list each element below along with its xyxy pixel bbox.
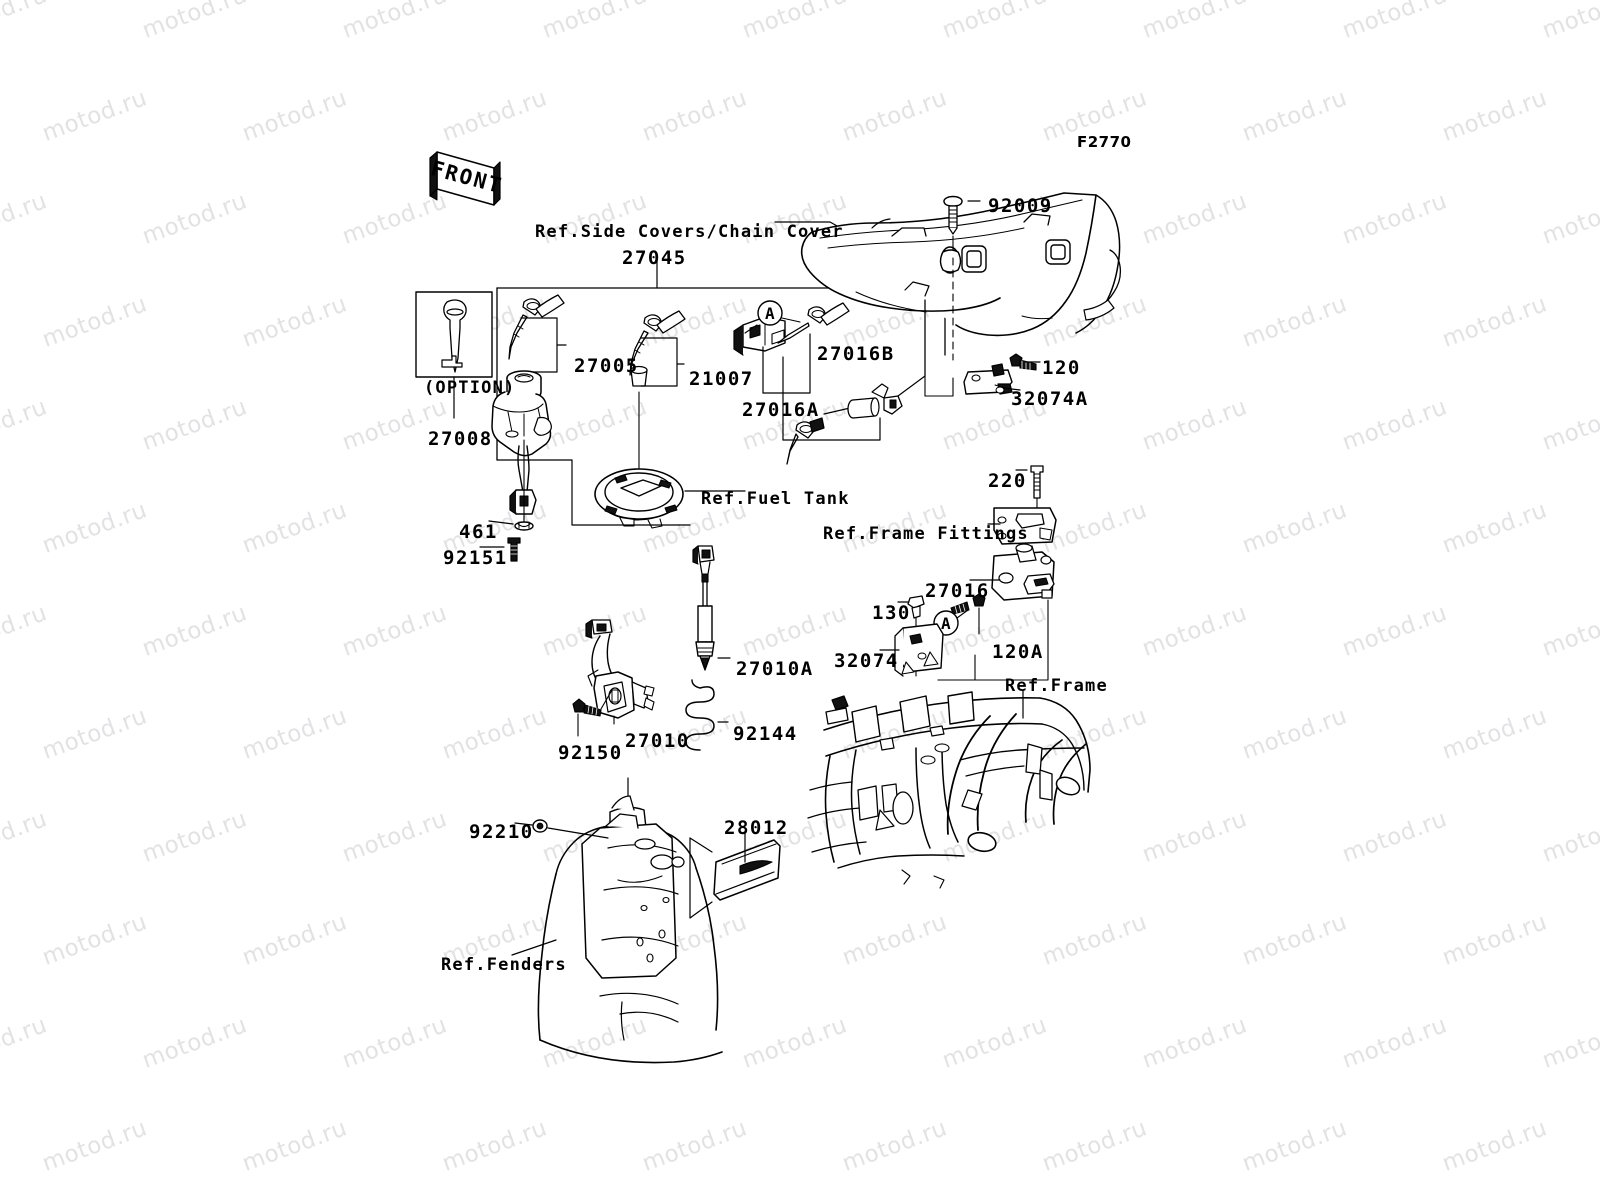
bolt-92151 bbox=[507, 537, 521, 562]
bolt-92150 bbox=[572, 698, 602, 717]
rear-fender-assembly bbox=[537, 777, 723, 1064]
reference-label-side-covers-chain-cover: Ref.Side Covers/Chain Cover bbox=[535, 222, 844, 242]
bracket-32074A bbox=[963, 363, 1013, 395]
callout-circle-a-top bbox=[757, 300, 783, 326]
reference-label-frame-fittings: Ref.Frame Fittings bbox=[823, 524, 1029, 544]
reflector-mount-outline bbox=[689, 837, 713, 919]
reflector-28012 bbox=[713, 839, 781, 901]
reference-label-fenders: Ref.Fenders bbox=[441, 955, 567, 975]
callout-marker-a-1: A bbox=[765, 304, 775, 323]
part-number-27005: 27005 bbox=[574, 355, 639, 377]
part-number-21007: 21007 bbox=[689, 368, 754, 390]
ignition-switch-27008 bbox=[491, 370, 552, 515]
side-cover-assembly bbox=[800, 192, 1122, 337]
part-number-220: 220 bbox=[988, 470, 1027, 492]
leader-92150 bbox=[600, 689, 613, 710]
key-21007 bbox=[629, 310, 686, 387]
leader-461 bbox=[488, 520, 514, 525]
callout-marker-a-2: A bbox=[941, 614, 951, 633]
part-number-461: 461 bbox=[459, 521, 498, 543]
reference-label-fuel-tank: Ref.Fuel Tank bbox=[701, 489, 850, 509]
part-number-92210: 92210 bbox=[469, 821, 534, 843]
part-number-27010: 27010 bbox=[625, 730, 690, 752]
part-number-27016b: 27016B bbox=[817, 343, 895, 365]
frame-assembly bbox=[807, 691, 1091, 889]
part-number-32074: 32074 bbox=[834, 650, 899, 672]
nut-130 bbox=[907, 595, 925, 619]
part-number-27008: 27008 bbox=[428, 428, 493, 450]
bolt-92009 bbox=[943, 195, 963, 235]
nut-92210 bbox=[532, 819, 548, 833]
lock-cylinder-27016B bbox=[786, 383, 903, 465]
part-number-130: 130 bbox=[872, 602, 911, 624]
bracket-32074 bbox=[894, 623, 944, 677]
part-number-27016: 27016 bbox=[925, 580, 990, 602]
spring-92144 bbox=[685, 679, 715, 751]
fuel-tank-cap bbox=[594, 468, 684, 529]
part-number-92009: 92009 bbox=[988, 195, 1053, 217]
option-box bbox=[415, 291, 493, 419]
part-number-27045: 27045 bbox=[622, 247, 687, 269]
part-number-92144: 92144 bbox=[733, 723, 798, 745]
frame-fitting-plate bbox=[993, 507, 1057, 545]
diagram-code: F2770 bbox=[1077, 133, 1132, 151]
washer-461 bbox=[514, 521, 534, 531]
part-number-27010a: 27010A bbox=[736, 658, 814, 680]
bracket-21007 bbox=[640, 337, 678, 387]
leader-92210 bbox=[514, 822, 533, 826]
key-27005 bbox=[508, 294, 565, 360]
part-number-32074a: 32074A bbox=[1011, 388, 1089, 410]
part-number-120: 120 bbox=[1042, 357, 1081, 379]
bolt-120 bbox=[1009, 353, 1037, 371]
part-number-28012: 28012 bbox=[724, 817, 789, 839]
reference-label-frame: Ref.Frame bbox=[1005, 676, 1108, 696]
option-label: (OPTION) bbox=[424, 378, 516, 398]
leader-fenders bbox=[511, 939, 557, 956]
switch-27010 bbox=[585, 619, 655, 719]
connector-27016A bbox=[733, 316, 786, 356]
part-number-92151: 92151 bbox=[443, 547, 508, 569]
sensor-27010A bbox=[692, 545, 715, 671]
lock-body-27016 bbox=[991, 543, 1055, 601]
part-number-92150: 92150 bbox=[558, 742, 623, 764]
bolt-220 bbox=[1030, 465, 1044, 499]
key-27016A bbox=[777, 302, 850, 344]
leader-32074A bbox=[1002, 387, 1021, 391]
part-number-120a: 120A bbox=[992, 641, 1044, 663]
front-arrow-icon: FRONT bbox=[428, 151, 505, 206]
bolt-120A bbox=[950, 593, 986, 615]
part-number-27016a: 27016A bbox=[742, 399, 820, 421]
